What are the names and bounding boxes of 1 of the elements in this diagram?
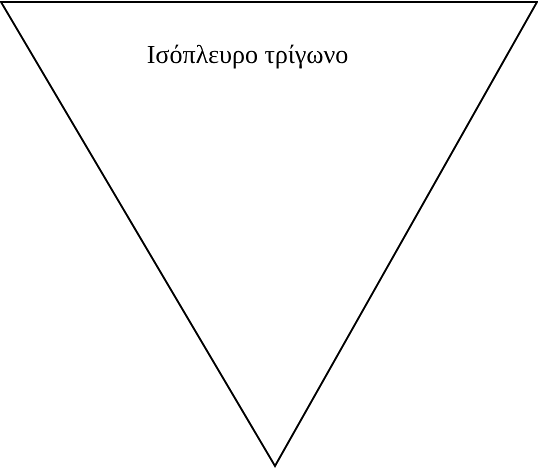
triangle-label: Ισόπλευρο τρίγωνο [146,40,350,70]
